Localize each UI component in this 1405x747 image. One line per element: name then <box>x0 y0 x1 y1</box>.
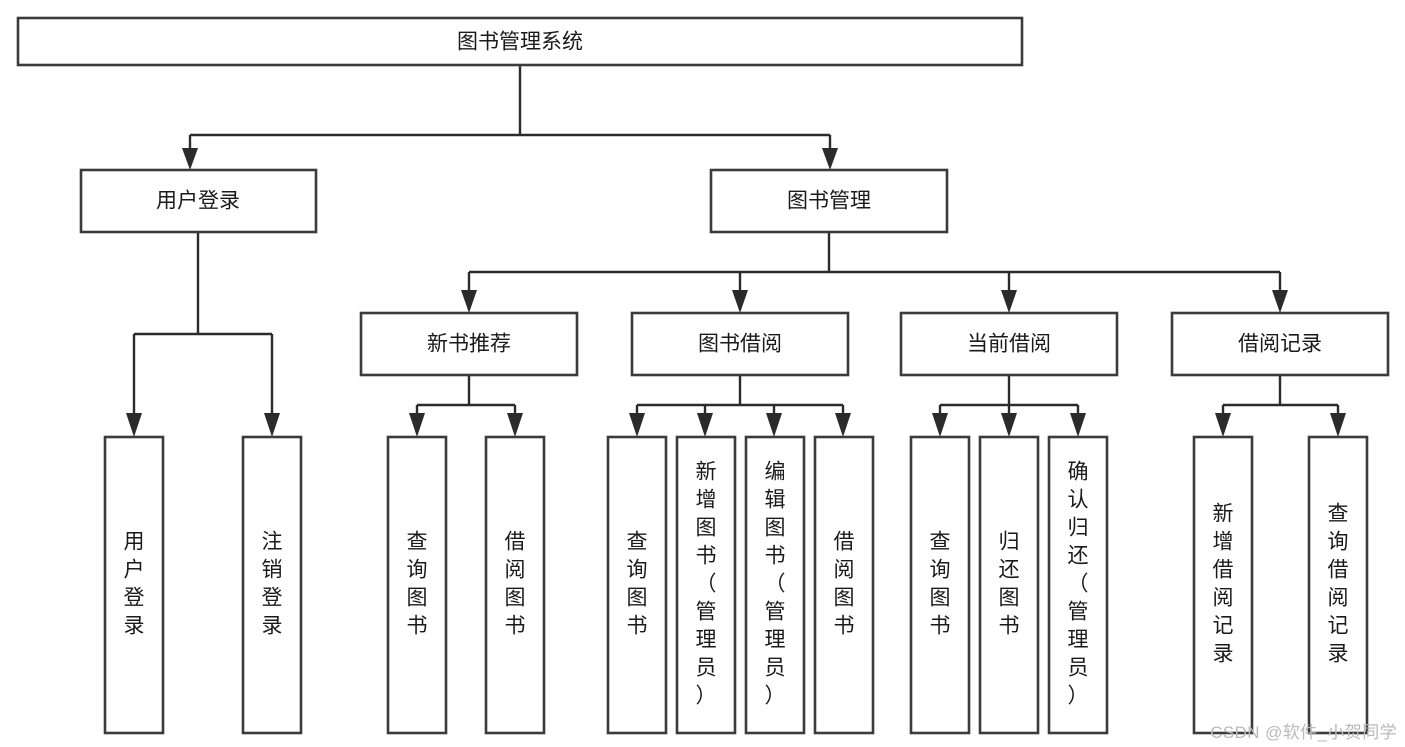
arrow-head-leaf-add-book <box>697 413 713 437</box>
leaf-confirm-return-label: 确认归还（管理员） <box>1068 461 1089 708</box>
leaf-user-login[interactable]: 用户登录 <box>103 435 165 735</box>
leaf-query-borrow-record[interactable]: 查询借阅记录 <box>1307 435 1369 735</box>
connector-root-to-level2 <box>182 65 838 170</box>
arrow-head-leaf-query-record <box>1330 413 1346 437</box>
arrow-head-leaf-user-login <box>126 413 142 437</box>
leaf-borrow-book[interactable]: 借阅图书 <box>813 435 875 735</box>
arrow-head-to-user-login <box>182 148 198 170</box>
node-book-borrow-box[interactable] <box>630 311 850 377</box>
arrow-head-leaf-logout <box>264 413 280 437</box>
leaf-query-borrow-record-label: 查询借阅记录 <box>1328 503 1349 666</box>
node-new-book-recommend-box[interactable] <box>359 311 579 377</box>
csdn-watermark: CSDN @软件_小贺同学 <box>1210 723 1397 742</box>
arrow-head-leaf-add-record <box>1215 413 1231 437</box>
connector-borrowrecord-to-leaves <box>1215 375 1346 437</box>
node-current-borrow-label: 当前借阅 <box>967 333 1051 356</box>
leaf-query-borrow-record-box[interactable] <box>1307 435 1369 735</box>
leaf-borrow-book-recommend-label: 借阅图书 <box>505 531 526 638</box>
leaf-add-book[interactable]: 新增图书（管理员） <box>675 435 737 735</box>
leaf-add-borrow-record-label: 新增借阅记录 <box>1213 503 1234 666</box>
node-current-borrow-box[interactable] <box>899 311 1119 377</box>
node-root[interactable]: 图书管理系统 <box>16 16 1024 67</box>
leaf-logout-label: 注销登录 <box>262 531 283 638</box>
leaf-edit-book[interactable]: 编辑图书（管理员） <box>744 435 806 735</box>
leaf-query-book-borrow[interactable]: 查询图书 <box>606 435 668 735</box>
leaf-query-book-recommend-label: 查询图书 <box>407 531 428 638</box>
leaf-add-book-label: 新增图书（管理员） <box>696 461 717 708</box>
node-book-manage[interactable]: 图书管理 <box>709 168 949 234</box>
arrow-head-leaf-query-book-3 <box>932 413 948 437</box>
leaf-borrow-book-recommend-box[interactable] <box>484 435 546 735</box>
node-book-manage-label: 图书管理 <box>787 190 871 213</box>
connector-userlogin-to-leaves <box>126 232 280 437</box>
arrow-head-to-borrow-record <box>1272 290 1288 313</box>
leaf-add-borrow-record[interactable]: 新增借阅记录 <box>1192 435 1254 735</box>
leaf-logout-box[interactable] <box>241 435 303 735</box>
node-book-borrow-label: 图书借阅 <box>698 333 782 356</box>
leaf-borrow-book-box[interactable] <box>813 435 875 735</box>
node-user-login-label: 用户登录 <box>156 190 240 213</box>
leaf-confirm-return[interactable]: 确认归还（管理员） <box>1047 435 1109 735</box>
arrow-head-to-book-manage <box>822 148 838 170</box>
node-borrow-record-label: 借阅记录 <box>1238 333 1322 356</box>
leaf-add-borrow-record-box[interactable] <box>1192 435 1254 735</box>
leaf-borrow-book-recommend[interactable]: 借阅图书 <box>484 435 546 735</box>
arrow-head-to-current-borrow <box>1001 290 1017 313</box>
leaf-return-book-label: 归还图书 <box>999 531 1020 638</box>
arrow-head-leaf-query-book-2 <box>629 413 645 437</box>
leaf-borrow-book-label: 借阅图书 <box>834 531 855 638</box>
node-new-book-recommend[interactable]: 新书推荐 <box>359 311 579 377</box>
node-user-login[interactable]: 用户登录 <box>79 168 318 234</box>
leaf-query-book-recommend-box[interactable] <box>386 435 448 735</box>
leaf-edit-book-label: 编辑图书（管理员） <box>765 461 786 708</box>
connector-bookmanage-to-level3 <box>461 232 1288 313</box>
arrow-head-to-new-book <box>461 290 477 313</box>
arrow-head-to-book-borrow <box>732 290 748 313</box>
connector-newbook-to-leaves <box>409 375 523 437</box>
leaf-query-book-borrow-label: 查询图书 <box>627 531 648 638</box>
arrow-head-leaf-borrow-book-1 <box>507 413 523 437</box>
leaf-query-book-current[interactable]: 查询图书 <box>909 435 971 735</box>
leaf-query-book-borrow-box[interactable] <box>606 435 668 735</box>
connector-bookborrow-to-leaves <box>629 375 851 437</box>
leaf-query-book-recommend[interactable]: 查询图书 <box>386 435 448 735</box>
leaf-query-book-current-box[interactable] <box>909 435 971 735</box>
node-user-login-box[interactable] <box>79 168 318 234</box>
leaf-confirm-return-box[interactable] <box>1047 435 1109 735</box>
leaf-return-book-box[interactable] <box>978 435 1040 735</box>
leaf-add-book-box[interactable] <box>675 435 737 735</box>
node-borrow-record[interactable]: 借阅记录 <box>1170 311 1390 377</box>
arrow-head-leaf-borrow-book-2 <box>835 413 851 437</box>
leaf-query-book-current-label: 查询图书 <box>930 531 951 638</box>
leaf-user-login-box[interactable] <box>103 435 165 735</box>
node-current-borrow[interactable]: 当前借阅 <box>899 311 1119 377</box>
connector-currentborrow-to-leaves <box>932 375 1086 437</box>
arrow-head-leaf-query-book-1 <box>409 413 425 437</box>
arrow-head-leaf-confirm-return <box>1070 413 1086 437</box>
arrow-head-leaf-return-book <box>1001 413 1017 437</box>
leaf-user-login-label: 用户登录 <box>124 531 145 638</box>
arrow-head-leaf-edit-book <box>766 413 782 437</box>
node-book-manage-box[interactable] <box>709 168 949 234</box>
node-new-book-recommend-label: 新书推荐 <box>427 333 511 356</box>
node-root-label: 图书管理系统 <box>457 31 583 54</box>
leaf-return-book[interactable]: 归还图书 <box>978 435 1040 735</box>
leaf-logout[interactable]: 注销登录 <box>241 435 303 735</box>
node-root-box[interactable] <box>16 16 1024 67</box>
leaf-edit-book-box[interactable] <box>744 435 806 735</box>
node-borrow-record-box[interactable] <box>1170 311 1390 377</box>
node-book-borrow[interactable]: 图书借阅 <box>630 311 850 377</box>
